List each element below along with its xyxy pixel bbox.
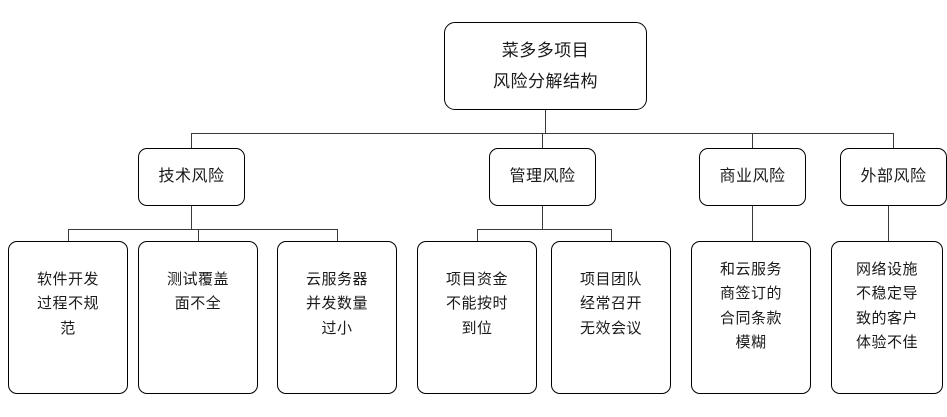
- connector-drop-commercial: [752, 133, 753, 148]
- category-node-external-risk[interactable]: 外部风险: [840, 148, 947, 206]
- leaf-node-label: 和云服务 商签订的 合同条款 模糊: [719, 262, 782, 351]
- connector-drop-leaf-project-funding: [477, 229, 478, 241]
- leaf-node-cloud-server-concurrency[interactable]: 云服务器 并发数量 过小: [277, 241, 397, 394]
- connector-technical-stem: [191, 206, 192, 229]
- connector-drop-leaf-ineffective-meetings: [611, 229, 612, 241]
- connector-drop-leaf-test-coverage: [198, 229, 199, 241]
- connector-management-bus: [477, 229, 611, 230]
- connector-management-stem: [542, 206, 543, 229]
- category-node-technical-risk[interactable]: 技术风险: [138, 148, 245, 206]
- connector-drop-external: [893, 133, 894, 148]
- category-node-label: 商业风险: [719, 167, 786, 185]
- leaf-node-test-coverage[interactable]: 测试覆盖 面不全: [138, 241, 258, 394]
- category-node-management-risk[interactable]: 管理风险: [489, 148, 596, 206]
- root-node-label: 菜多多项目 风险分解结构: [493, 40, 598, 91]
- connector-drop-technical: [191, 133, 192, 148]
- leaf-node-project-funding-timing[interactable]: 项目资金 不能按时 到位: [417, 241, 537, 394]
- leaf-node-vague-cloud-contract-terms[interactable]: 和云服务 商签订的 合同条款 模糊: [691, 241, 811, 394]
- connector-root-stem: [545, 110, 546, 133]
- leaf-node-unstable-network-customer-experience[interactable]: 网络设施 不稳定导 致的客户 体验不佳: [831, 241, 943, 394]
- connector-drop-leaf-software-process: [68, 229, 69, 241]
- leaf-node-label: 软件开发 过程不规 范: [36, 272, 99, 337]
- connector-external-stem: [888, 206, 889, 241]
- category-node-label: 技术风险: [158, 167, 225, 185]
- leaf-node-ineffective-team-meetings[interactable]: 项目团队 经常召开 无效会议: [551, 241, 671, 394]
- leaf-node-label: 项目资金 不能按时 到位: [445, 272, 508, 337]
- connector-drop-management: [542, 133, 543, 148]
- leaf-node-label: 网络设施 不稳定导 致的客户 体验不佳: [855, 262, 918, 351]
- connector-technical-bus: [68, 229, 337, 230]
- leaf-node-label: 云服务器 并发数量 过小: [305, 272, 368, 337]
- connector-commercial-stem: [752, 206, 753, 241]
- category-node-commercial-risk[interactable]: 商业风险: [699, 148, 806, 206]
- leaf-node-label: 项目团队 经常召开 无效会议: [579, 272, 642, 337]
- category-node-label: 管理风险: [509, 167, 576, 185]
- leaf-node-label: 测试覆盖 面不全: [166, 272, 229, 313]
- connector-drop-leaf-cloud-concurrency: [337, 229, 338, 241]
- leaf-node-software-development-process[interactable]: 软件开发 过程不规 范: [8, 241, 128, 394]
- root-node-project-risk-breakdown[interactable]: 菜多多项目 风险分解结构: [444, 22, 647, 110]
- category-node-label: 外部风险: [860, 167, 927, 185]
